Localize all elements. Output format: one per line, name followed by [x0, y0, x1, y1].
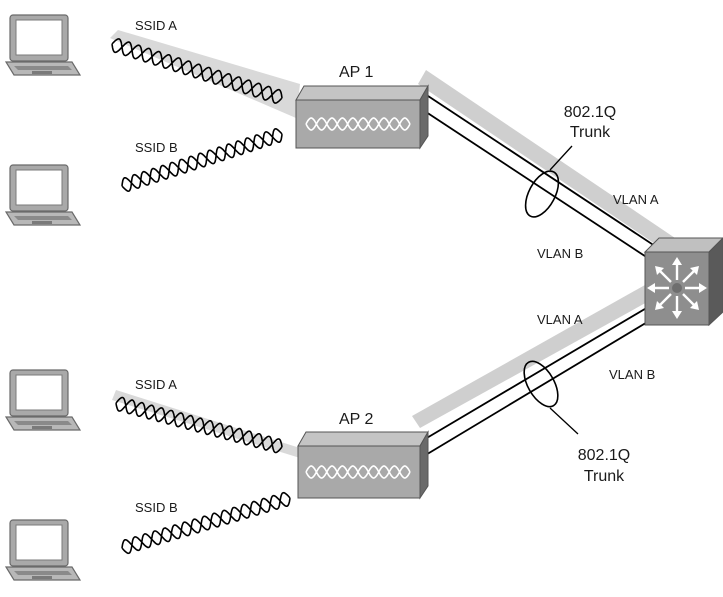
- wireless-link-ssid-a-1: [110, 30, 300, 118]
- laptop-icon: [5, 369, 81, 431]
- trunk-2-bundle-marker: [523, 360, 559, 408]
- trunk-1-bundle-marker: [524, 170, 560, 218]
- trunk-label: 802.1Q: [564, 104, 616, 121]
- trunk-1-lines: [419, 91, 665, 267]
- access-point-label: AP 2: [339, 411, 374, 428]
- access-point-icon: [297, 430, 429, 500]
- vlan-label: VLAN B: [609, 367, 655, 382]
- vlan-label: VLAN B: [537, 246, 583, 261]
- trunk-label: Trunk: [584, 468, 625, 485]
- access-point-label: AP 1: [339, 64, 374, 81]
- trunk-2-lines: [419, 299, 665, 457]
- ssid-label: SSID A: [135, 377, 177, 392]
- ssid-label: SSID A: [135, 18, 177, 33]
- vlan-label: VLAN A: [613, 192, 659, 207]
- trunk-1-highlight: [418, 70, 675, 252]
- wireless-link-ssid-a-2: [112, 390, 300, 458]
- laptop-icon: [5, 164, 81, 226]
- ssid-label: SSID B: [135, 140, 178, 155]
- trunk-2-highlight: [412, 272, 676, 428]
- wireless-link-ssid-b-2: [121, 491, 291, 555]
- access-point-icon: [295, 84, 429, 150]
- laptop-icon: [5, 519, 81, 581]
- vlan-label: VLAN A: [537, 312, 583, 327]
- ssid-label: SSID B: [135, 500, 178, 515]
- trunk-label: 802.1Q: [578, 447, 630, 464]
- laptop-icon: [5, 14, 81, 76]
- switch-icon: [643, 237, 723, 327]
- wireless-link-ssid-b-1: [121, 127, 283, 193]
- trunk-label: Trunk: [570, 124, 611, 141]
